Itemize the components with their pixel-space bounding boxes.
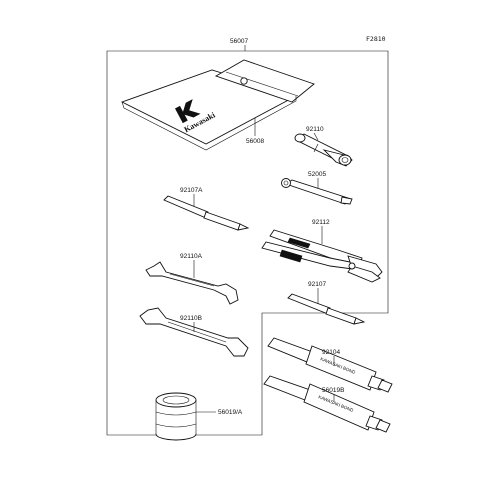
tommy-bar <box>281 178 353 205</box>
leader-92110 <box>313 132 319 141</box>
pliers <box>261 229 383 283</box>
label-56007: 56007 <box>230 38 248 45</box>
tool-pouch: Kawasaki <box>120 59 315 151</box>
figure-id: F2810 <box>366 35 386 43</box>
label-92110b: 92110B <box>180 315 202 322</box>
label-56008: 56008 <box>246 138 264 145</box>
kit-boundary <box>106 50 389 436</box>
bond-tube-bottom: KAWASAKI BOND <box>263 375 391 433</box>
label-92112: 92112 <box>312 219 330 226</box>
screwdriver-a <box>163 195 250 231</box>
label-92110a: 92110A <box>180 253 203 260</box>
label-92107a: 92107A <box>180 187 203 194</box>
label-56019b: 56019B <box>322 387 344 394</box>
label-92110: 92110 <box>306 126 324 133</box>
label-52005: 52005 <box>308 171 326 178</box>
grease-can <box>155 392 197 441</box>
screwdriver-b <box>287 293 366 325</box>
label-92107: 92107 <box>308 281 326 288</box>
wrench-a <box>145 261 239 305</box>
label-56019a: 56019/A <box>218 409 243 416</box>
label-92104: 92104 <box>322 349 340 356</box>
plug-socket-wrench <box>294 133 353 167</box>
bond-tube-top: KAWASAKI BOND <box>267 337 393 393</box>
